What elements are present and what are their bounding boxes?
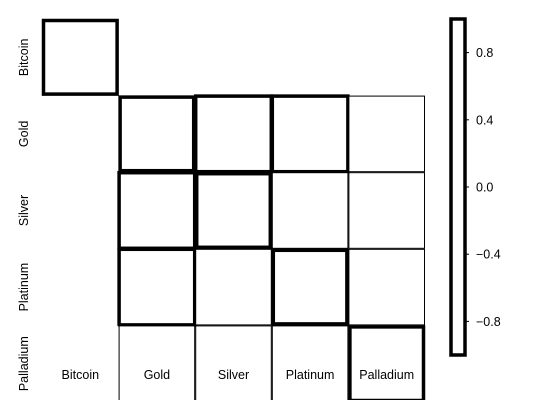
cell-gold-platinum xyxy=(270,94,350,174)
x-tick-platinum: Platinum xyxy=(286,368,335,382)
cell-palladium-silver xyxy=(195,325,272,400)
cell-platinum-palladium xyxy=(348,248,425,326)
cell-gold-bitcoin xyxy=(42,96,119,172)
cell-bitcoin-bitcoin xyxy=(41,18,119,96)
colorbar-tick-label: 0.0 xyxy=(476,181,493,195)
colorbar: 0.8 0.4 0.0 −0.4 −0.8 xyxy=(449,17,501,357)
cell-platinum-gold xyxy=(117,247,197,327)
colorbar-tick-label: −0.4 xyxy=(476,248,501,262)
x-tick-bitcoin: Bitcoin xyxy=(62,368,100,382)
y-tick-palladium: Palladium xyxy=(17,336,31,391)
colorbar-tick-label: 0.4 xyxy=(476,113,493,127)
y-tick-gold: Gold xyxy=(17,121,31,147)
x-tick-gold: Gold xyxy=(144,368,170,382)
cell-silver-palladium xyxy=(348,172,425,249)
cell-palladium-bitcoin xyxy=(42,325,119,400)
y-tick-silver: Silver xyxy=(17,195,31,226)
cell-bitcoin-silver xyxy=(195,19,272,96)
cell-platinum-bitcoin xyxy=(42,249,119,325)
colorbar-frame xyxy=(449,17,467,357)
cell-bitcoin-palladium xyxy=(348,19,425,96)
cell-silver-platinum xyxy=(271,172,349,249)
cell-platinum-silver xyxy=(195,248,272,326)
y-tick-bitcoin: Bitcoin xyxy=(17,38,31,76)
cell-platinum-platinum xyxy=(271,248,349,326)
cell-bitcoin-gold xyxy=(119,19,195,96)
cell-palladium-palladium xyxy=(348,325,426,400)
cell-palladium-gold xyxy=(118,325,196,400)
cell-silver-gold xyxy=(117,170,197,251)
cell-gold-palladium xyxy=(348,95,425,173)
cell-bitcoin-platinum xyxy=(272,19,348,96)
heatmap-cells xyxy=(41,18,426,400)
x-tick-labels: Bitcoin Gold Silver Platinum Palladium xyxy=(62,368,415,382)
cell-silver-silver xyxy=(194,171,273,250)
x-tick-silver: Silver xyxy=(218,368,249,382)
colorbar-tick-label: −0.8 xyxy=(476,315,501,329)
colorbar-tick-label: 0.8 xyxy=(476,46,493,60)
y-tick-platinum: Platinum xyxy=(17,263,31,312)
cell-gold-gold xyxy=(118,95,196,173)
cell-gold-silver xyxy=(193,94,274,174)
cell-palladium-platinum xyxy=(271,325,349,400)
x-tick-palladium: Palladium xyxy=(359,368,414,382)
cell-silver-bitcoin xyxy=(42,172,119,249)
